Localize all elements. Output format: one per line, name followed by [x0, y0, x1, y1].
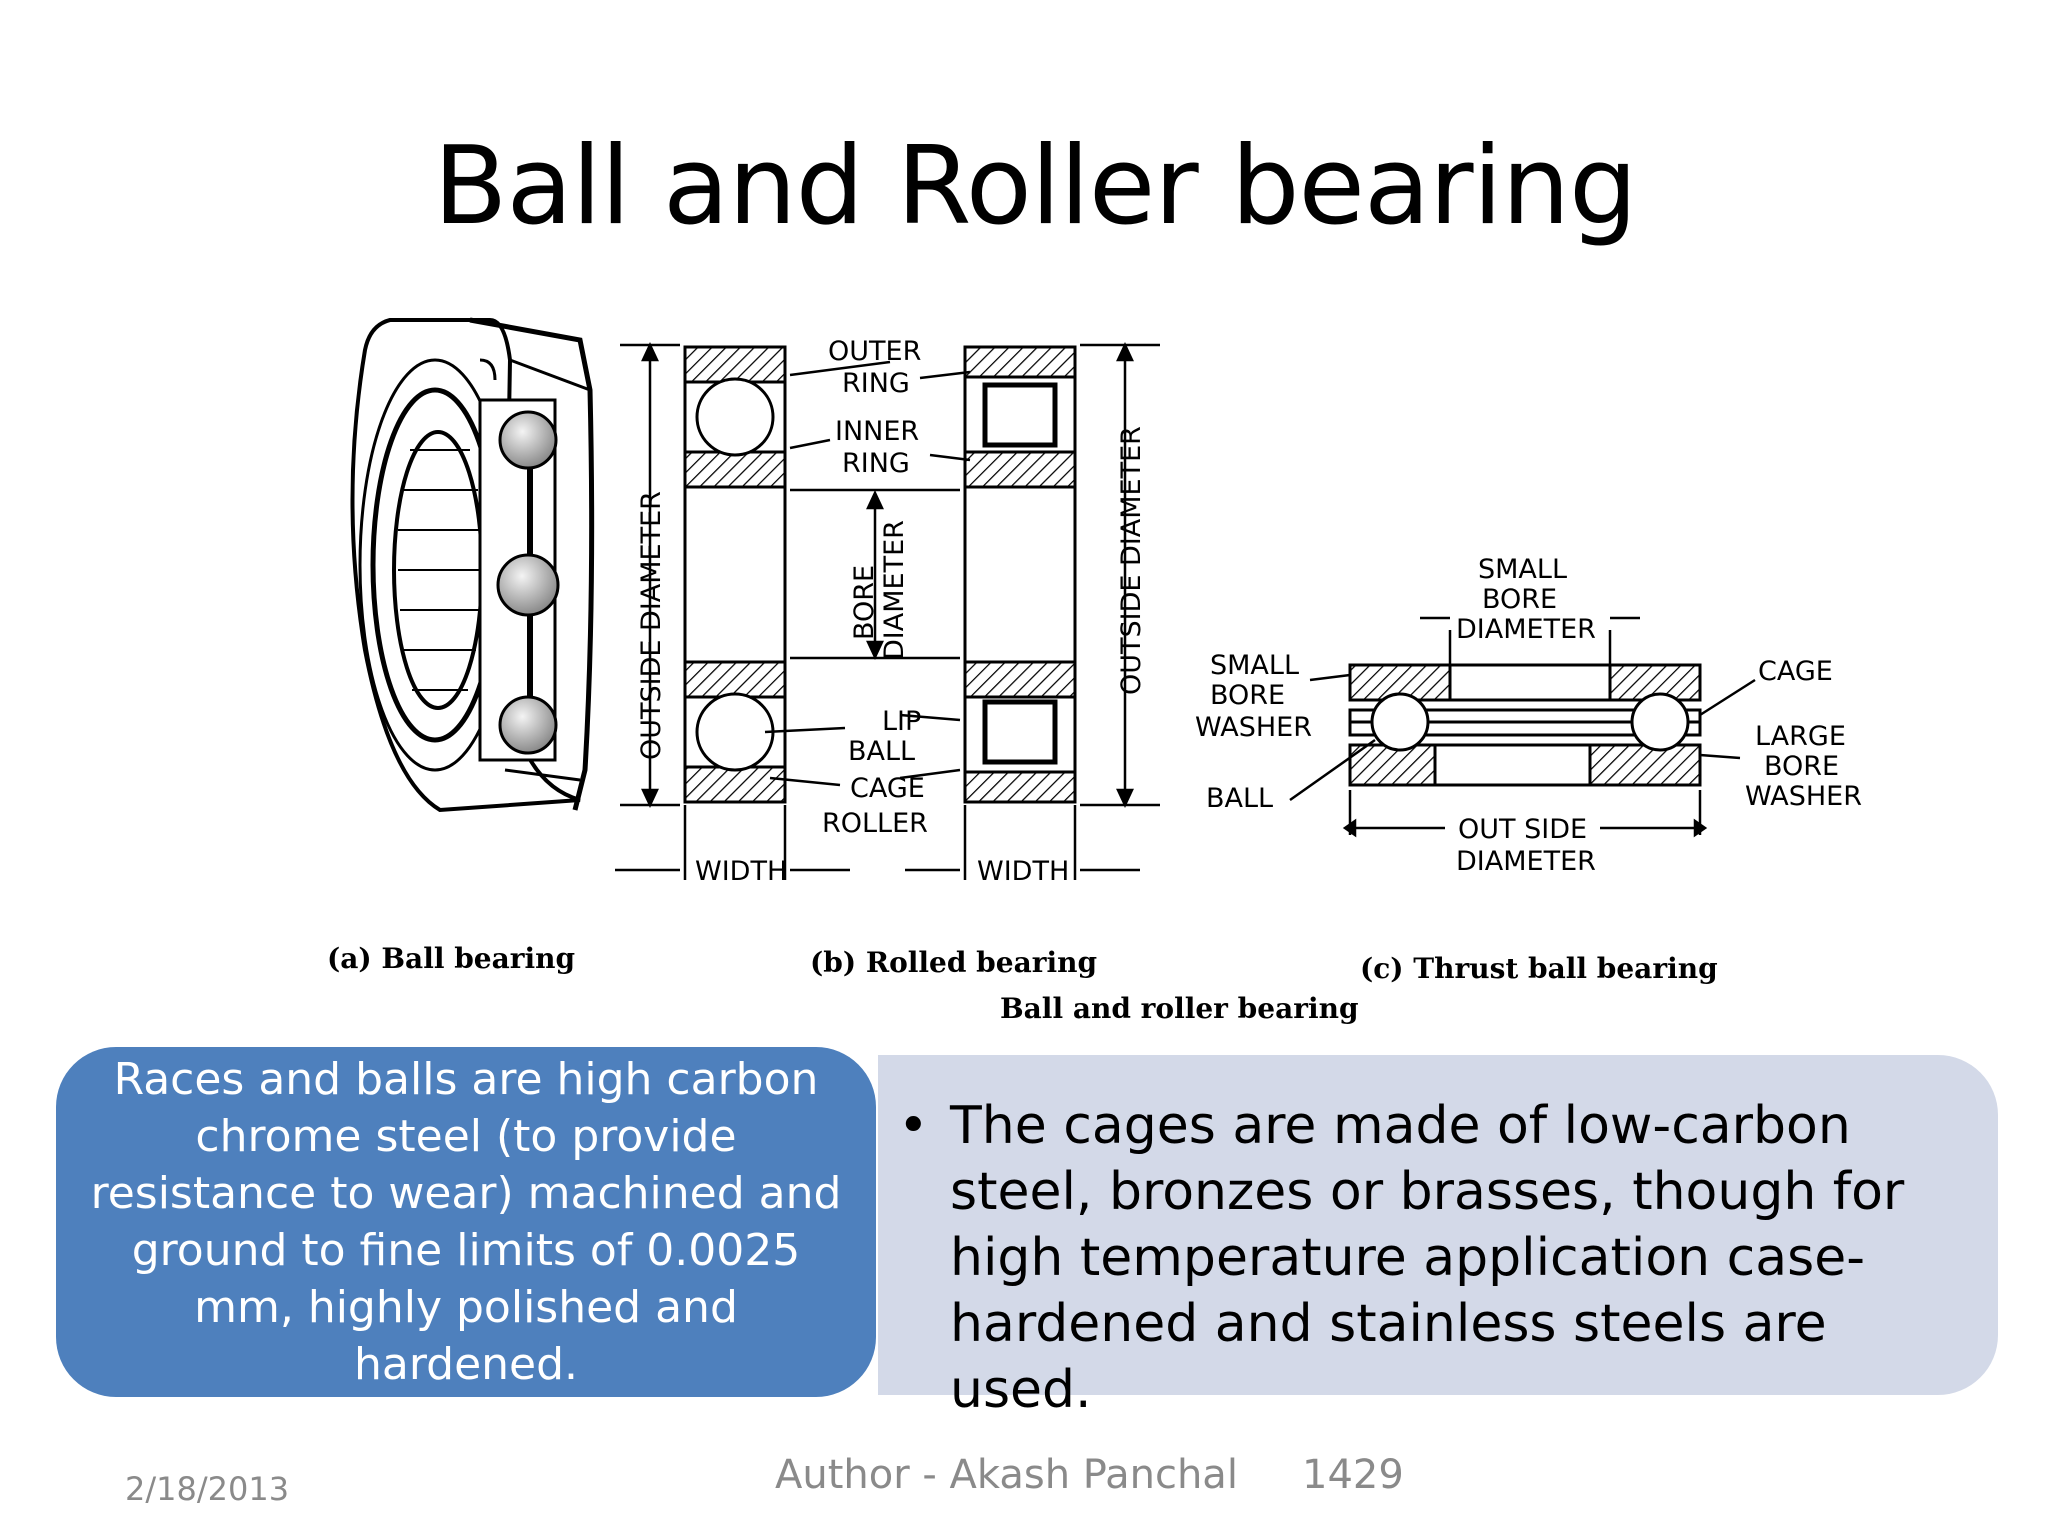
cage-info-box: • The cages are made of low-carbon steel…	[878, 1055, 1998, 1420]
label-inner-ring-1: INNER	[835, 416, 919, 447]
label-outer-ring-1: OUTER	[828, 336, 921, 367]
label-bore: BORE	[849, 565, 880, 640]
ball-bearing-section	[683, 345, 787, 804]
label-out-side-diameter-1: OUT SIDE	[1458, 814, 1587, 845]
label-cage: CAGE	[850, 773, 925, 804]
steel-info-text: Races and balls are high carbon chrome s…	[90, 1054, 842, 1390]
bearing-diagram: OUTER RING INNER RING OUTSIDE DIAMETER O…	[327, 317, 1862, 1025]
label-outer-ring-2: RING	[842, 368, 910, 399]
label-large-bore-washer-2: BORE	[1764, 751, 1839, 782]
ball-1	[498, 410, 558, 470]
label-width-ball: WIDTH	[695, 856, 787, 887]
dimension-lines	[615, 342, 1160, 880]
caption-main: Ball and roller bearing	[1000, 992, 1359, 1025]
ball-2	[496, 553, 560, 617]
cage-info-text: The cages are made of low-carbon steel, …	[950, 1096, 1905, 1420]
thrust-bearing-section	[1348, 663, 1702, 787]
steel-info-box: Races and balls are high carbon chrome s…	[56, 1047, 876, 1397]
label-inner-ring-2: RING	[842, 448, 910, 479]
label-large-bore-washer-3: WASHER	[1745, 781, 1862, 812]
thrust-labels: SMALL BORE DIAMETER SMALL BORE WASHER BA…	[1195, 554, 1862, 877]
footer-date: 2/18/2013	[125, 1470, 290, 1508]
label-lip: LIP	[882, 706, 921, 737]
label-thrust-ball: BALL	[1206, 783, 1273, 814]
slide-title: Ball and Roller bearing	[433, 124, 1637, 249]
bullet-icon: •	[898, 1096, 929, 1156]
figure-captions: (a) Ball bearing (b) Rolled bearing (c) …	[327, 942, 1718, 1025]
caption-a: (a) Ball bearing	[327, 942, 575, 975]
label-small-bore-washer-1: SMALL	[1210, 650, 1299, 681]
label-small-bore-washer-3: WASHER	[1195, 712, 1312, 743]
ball-roller-labels: OUTER RING INNER RING OUTSIDE DIAMETER O…	[636, 336, 1147, 887]
label-small-bore-diameter-2: BORE	[1482, 584, 1557, 615]
label-bore-diameter: DIAMETER	[879, 520, 910, 660]
label-outside-diameter-right: OUTSIDE DIAMETER	[1116, 426, 1147, 695]
label-small-bore-washer-2: BORE	[1210, 680, 1285, 711]
bearing-figure: OUTER RING INNER RING OUTSIDE DIAMETER O…	[320, 300, 1880, 1040]
ball-3	[498, 695, 558, 755]
label-thrust-cage: CAGE	[1758, 656, 1833, 687]
label-width-roller: WIDTH	[977, 856, 1069, 887]
label-small-bore-diameter-3: DIAMETER	[1456, 614, 1596, 645]
label-outside-diameter-left: OUTSIDE DIAMETER	[636, 491, 667, 760]
label-large-bore-washer-1: LARGE	[1755, 721, 1846, 752]
caption-b: (b) Rolled bearing	[810, 946, 1097, 979]
roller-bearing-section	[963, 345, 1077, 804]
label-roller: ROLLER	[822, 808, 928, 839]
footer-author: Author - Akash Panchal	[775, 1452, 1238, 1498]
thrust-dimension-lines	[1289, 616, 1756, 838]
bullet-item: • The cages are made of low-carbon steel…	[898, 1093, 1958, 1423]
label-ball: BALL	[848, 736, 915, 767]
label-out-side-diameter-2: DIAMETER	[1456, 846, 1596, 877]
label-small-bore-diameter-1: SMALL	[1478, 554, 1567, 585]
slide-number: 1429	[1302, 1452, 1404, 1498]
ball-bearing-perspective	[350, 317, 595, 813]
caption-c: (c) Thrust ball bearing	[1360, 952, 1718, 985]
